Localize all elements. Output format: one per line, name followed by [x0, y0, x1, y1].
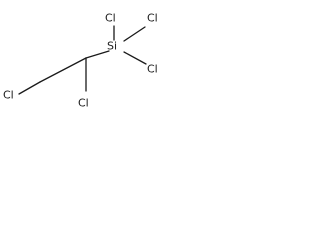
atom-cl-left: Cl — [3, 89, 14, 102]
atom-cl-right: Cl — [147, 63, 158, 76]
bonds — [18, 25, 147, 95]
atom-cl-right-top: Cl — [147, 12, 158, 25]
bond-si-to-cl-right — [123, 26, 146, 42]
atom-cl-bottom: Cl — [78, 97, 89, 110]
atom-si: Si — [107, 40, 117, 53]
bond-si-to-cl-lower — [123, 51, 147, 65]
bond-ch2-to-ch — [39, 57, 87, 83]
bond-ch-to-si — [85, 50, 110, 59]
chemical-structure: Cl Cl Si Cl Cl Cl — [3, 12, 158, 110]
bond-cl-to-ch2 — [18, 81, 41, 95]
atom-labels: Cl Cl Si Cl Cl Cl — [3, 12, 158, 110]
atom-cl-upper: Cl — [105, 12, 116, 25]
